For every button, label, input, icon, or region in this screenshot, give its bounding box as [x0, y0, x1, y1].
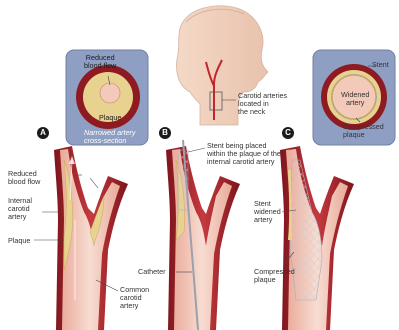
internal-carotid-artery-label: Internal carotid artery: [8, 197, 32, 221]
inset-c-compressed-plaque-label: Compressed plaque: [343, 123, 384, 139]
leader-reduced-flow-arrow: [90, 178, 98, 188]
inset-a-caption: Narrowed artery cross-section: [84, 129, 136, 145]
leader-stent-placed: [188, 148, 205, 152]
inset-a-reduced-flow-label: Reduced blood flow: [84, 54, 116, 70]
inset-c-widened-artery-label: Widened artery: [341, 91, 369, 107]
panel-a-badge: A: [37, 127, 49, 139]
panel-a-vessel: [54, 146, 128, 330]
inset-c-stent-label: Stent: [372, 61, 389, 69]
panel-c-badge: C: [282, 127, 294, 139]
reduced-blood-flow-label: Reduced blood flow: [8, 170, 40, 186]
plaque-label: Plaque: [8, 237, 30, 245]
inset-a-plaque-label: Plaque: [99, 114, 121, 122]
panel-b-vessel: [166, 140, 240, 330]
inset-a-lumen: [100, 83, 120, 103]
compressed-plaque-label: Compressed plaque: [254, 268, 295, 284]
common-carotid-artery-label: Common carotid artery: [120, 286, 149, 310]
panel-b-badge: B: [159, 127, 171, 139]
catheter-label: Catheter: [138, 268, 166, 276]
stent-placed-label: Stent being placed within the plaque of …: [207, 142, 281, 166]
stent-widened-artery-label: Stent widened artery: [254, 200, 281, 224]
carotid-arteries-neck-label: Carotid arteries located in the neck: [238, 92, 287, 116]
panel-c-vessel: [280, 146, 354, 330]
